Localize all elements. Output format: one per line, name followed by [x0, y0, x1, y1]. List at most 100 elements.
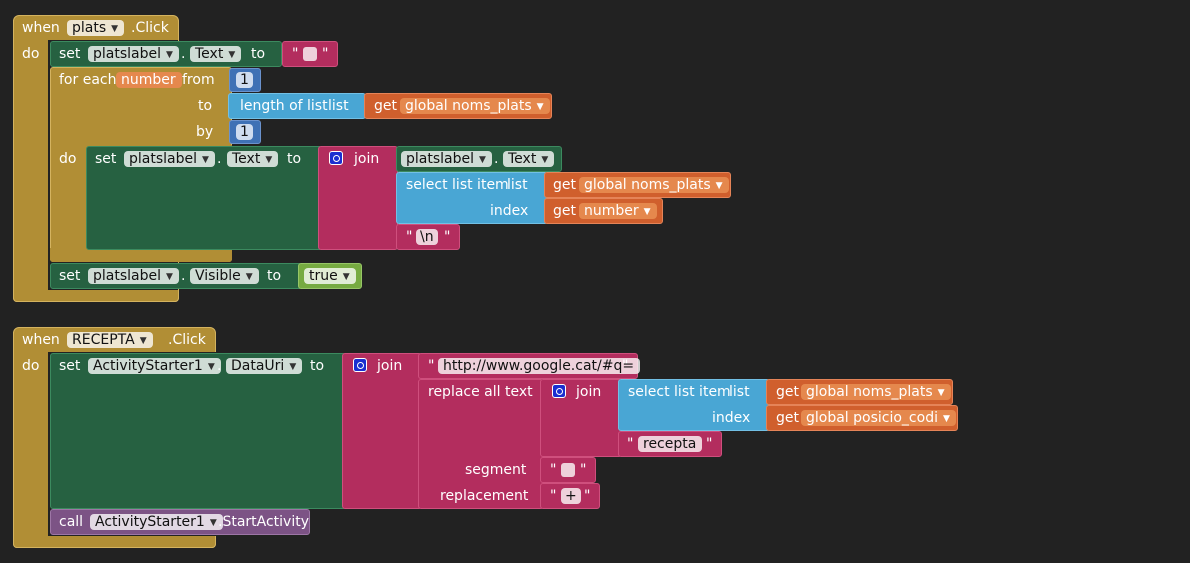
component-dropdown[interactable]: platslabel▼: [124, 151, 215, 167]
dot: .: [217, 358, 222, 374]
variable-dropdown[interactable]: number▼: [579, 203, 657, 219]
get-label: get: [553, 177, 576, 193]
get-label: get: [553, 203, 576, 219]
component-dropdown[interactable]: ActivityStarter1▼: [88, 358, 221, 374]
chevron-down-icon: ▼: [342, 272, 350, 282]
property-dropdown[interactable]: Text▼: [503, 151, 555, 167]
get-label: get: [776, 384, 799, 400]
event-block-bottom: [13, 290, 179, 302]
select-list-item-block[interactable]: [396, 172, 548, 224]
boolean-dropdown[interactable]: true▼: [304, 268, 356, 284]
dot: .: [181, 268, 186, 284]
component-dropdown[interactable]: platslabel▼: [401, 151, 492, 167]
variable-dropdown[interactable]: global noms_plats▼: [801, 384, 951, 400]
chevron-down-icon: ▼: [937, 388, 945, 398]
segment-label: segment: [465, 462, 527, 478]
set-label: set: [59, 46, 81, 62]
quote-close: ": [622, 358, 629, 374]
variable-dropdown[interactable]: global noms_plats▼: [579, 177, 729, 193]
property-dropdown[interactable]: DataUri▼: [226, 358, 303, 374]
event-name: .Click: [168, 332, 206, 348]
replacement-label: replacement: [440, 488, 529, 504]
gear-icon[interactable]: [552, 384, 566, 398]
when-label: when: [22, 20, 60, 36]
list-label: list: [729, 384, 750, 400]
quote-close: ": [706, 436, 713, 452]
select-list-item-label: select list item: [406, 177, 509, 193]
chevron-down-icon: ▼: [139, 336, 147, 346]
join-label: join: [377, 358, 403, 374]
component-dropdown-recepta[interactable]: RECEPTA▼: [67, 332, 153, 348]
from-label: from: [182, 72, 215, 88]
gear-icon[interactable]: [329, 151, 343, 165]
set-block-datauri[interactable]: [50, 353, 346, 509]
component-dropdown-plats[interactable]: plats▼: [67, 20, 125, 36]
recepta-string-field[interactable]: recepta: [638, 436, 703, 452]
chevron-down-icon: ▼: [942, 414, 950, 424]
to-label: to: [251, 46, 266, 62]
property-dropdown[interactable]: Text▼: [190, 46, 242, 62]
list-label: list: [328, 98, 349, 114]
quote-open: ": [550, 462, 557, 478]
quote-close: ": [444, 229, 451, 245]
index-label: index: [490, 203, 529, 219]
variable-dropdown[interactable]: global noms_plats▼: [400, 98, 550, 114]
url-string-field[interactable]: http://www.google.cat/#q=: [438, 358, 641, 374]
get-label: get: [776, 410, 799, 426]
chevron-down-icon: ▼: [111, 24, 119, 34]
gear-icon[interactable]: [353, 358, 367, 372]
select-list-item-block[interactable]: [618, 379, 770, 431]
property-dropdown[interactable]: Visible▼: [190, 268, 259, 284]
to-label: to: [267, 268, 282, 284]
chevron-down-icon: ▼: [228, 50, 236, 60]
length-of-list-label: length of list: [240, 98, 328, 114]
do-label: do: [22, 46, 40, 62]
empty-string-field[interactable]: [303, 47, 317, 61]
number-field-from[interactable]: 1: [236, 72, 253, 88]
chevron-down-icon: ▼: [207, 362, 215, 372]
quote-open: ": [428, 358, 435, 374]
component-dropdown[interactable]: platslabel▼: [88, 268, 179, 284]
chevron-down-icon: ▼: [479, 155, 486, 165]
quote-open: ": [550, 488, 557, 504]
method-name: .StartActivity: [218, 514, 310, 530]
chevron-down-icon: ▼: [715, 181, 723, 191]
newline-string-field[interactable]: \n: [416, 229, 438, 245]
call-label: call: [59, 514, 84, 530]
to-label: to: [287, 151, 302, 167]
index-label: index: [712, 410, 751, 426]
number-field-by[interactable]: 1: [236, 124, 253, 140]
to-label: to: [198, 98, 213, 114]
empty-string-field[interactable]: [561, 463, 575, 477]
do-label: do: [59, 151, 77, 167]
property-dropdown[interactable]: Text▼: [227, 151, 279, 167]
plus-string-field[interactable]: +: [561, 488, 581, 504]
length-of-list-block[interactable]: [228, 93, 366, 119]
when-label: when: [22, 332, 60, 348]
chevron-down-icon: ▼: [202, 155, 209, 165]
event-name: .Click: [131, 20, 169, 36]
list-label: list: [507, 177, 528, 193]
for-each-bottom: [50, 248, 232, 262]
get-label: get: [374, 98, 397, 114]
select-list-item-label: select list item: [628, 384, 731, 400]
for-each-label: for each: [59, 72, 117, 88]
component-dropdown[interactable]: ActivityStarter1▼: [90, 514, 223, 530]
component-dropdown[interactable]: platslabel▼: [88, 46, 179, 62]
set-label: set: [59, 268, 81, 284]
by-label: by: [196, 124, 214, 140]
dot: .: [217, 151, 222, 167]
variable-dropdown[interactable]: global posicio_codi▼: [801, 410, 956, 426]
quote-close: ": [580, 462, 587, 478]
set-label: set: [95, 151, 117, 167]
loop-variable-field[interactable]: number: [116, 72, 182, 88]
dot: .: [494, 151, 499, 167]
quote-open: ": [627, 436, 634, 452]
dot: .: [181, 46, 186, 62]
chevron-down-icon: ▼: [643, 207, 651, 217]
do-label: do: [22, 358, 40, 374]
to-label: to: [310, 358, 325, 374]
join-block-outer[interactable]: [342, 353, 422, 509]
quote-close: ": [584, 488, 591, 504]
chevron-down-icon: ▼: [541, 155, 549, 165]
